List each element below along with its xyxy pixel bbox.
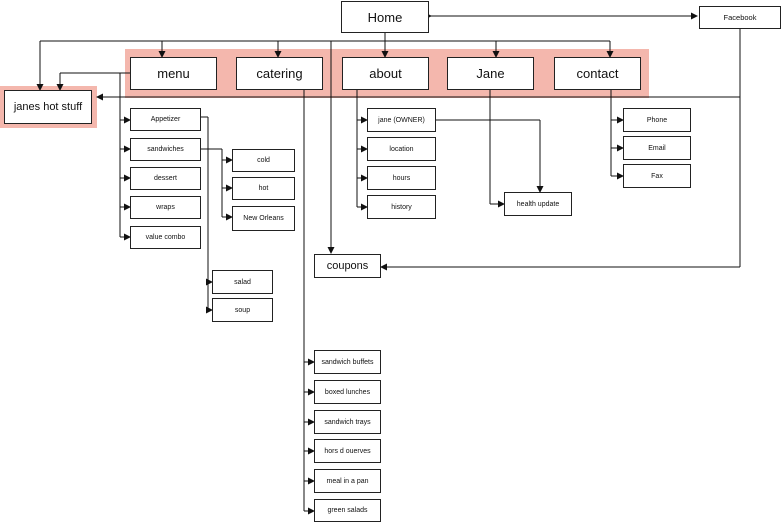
node-contact-item: Email [623,136,691,160]
node-facebook: Facebook [699,6,781,29]
node-catering: catering [236,57,323,90]
node-menu-item: Appetizer [130,108,201,131]
node-about-item: history [367,195,436,219]
node-contact: contact [554,57,641,90]
node-combo-item: soup [212,298,273,322]
node-about-item: hours [367,166,436,190]
node-combo-item: salad [212,270,273,294]
node-catering-item: sandwich trays [314,410,381,434]
node-catering-item: green salads [314,499,381,522]
node-catering-item: meal in a pan [314,469,381,493]
node-coupons: coupons [314,254,381,278]
node-catering-item: boxed lunches [314,380,381,404]
node-contact-item: Phone [623,108,691,132]
node-jane: Jane [447,57,534,90]
node-about-item: jane (OWNER) [367,108,436,132]
node-menu-item: dessert [130,167,201,190]
node-catering-item: hors d ouerves [314,439,381,463]
node-menu-item: wraps [130,196,201,219]
node-menu-item: sandwiches [130,138,201,161]
node-home: Home [341,1,429,33]
node-sandwich-type: cold [232,149,295,172]
node-janes-hot-stuff: janes hot stuff [4,90,92,124]
node-contact-item: Fax [623,164,691,188]
node-menu-item: value combo [130,226,201,249]
node-health-update: health update [504,192,572,216]
node-about-item: location [367,137,436,161]
node-sandwich-type: New Orleans [232,206,295,231]
node-catering-item: sandwich buffets [314,350,381,374]
node-menu: menu [130,57,217,90]
node-about: about [342,57,429,90]
node-sandwich-type: hot [232,177,295,200]
